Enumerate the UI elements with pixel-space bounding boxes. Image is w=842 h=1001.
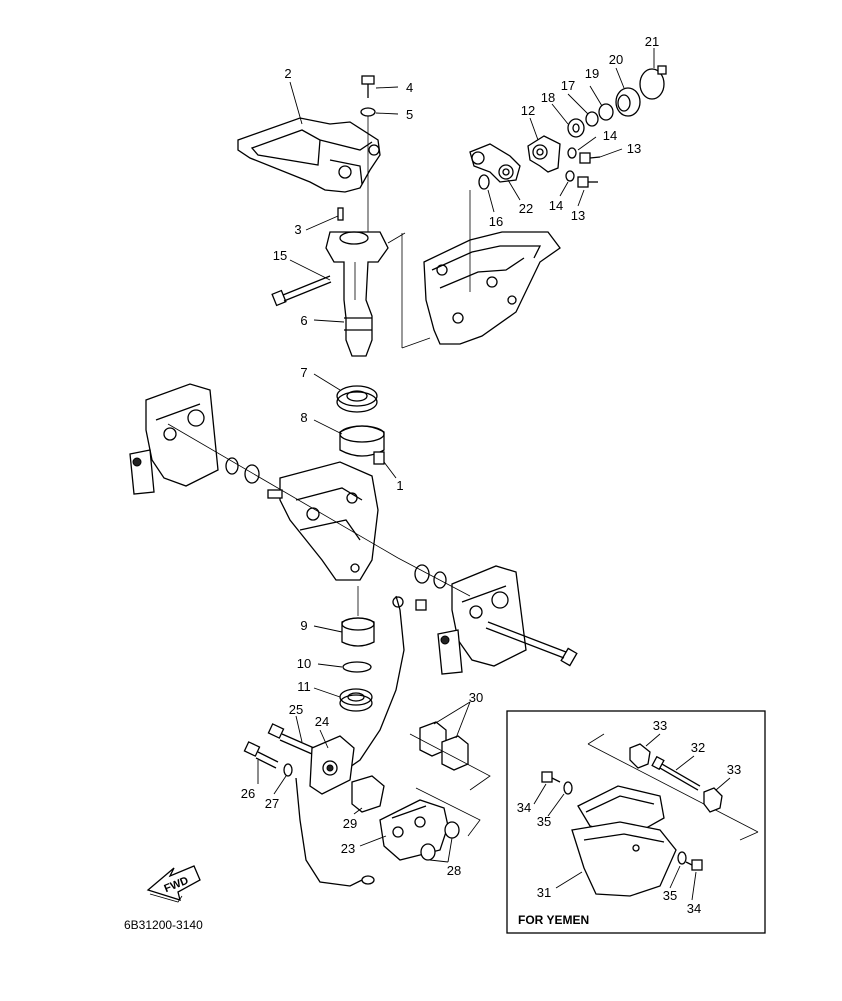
pin-part-3 [337, 207, 344, 221]
callout-3: 3 [294, 222, 301, 237]
callout-4: 4 [406, 80, 413, 95]
callout-25: 25 [289, 702, 303, 717]
bolt-part-25 [267, 723, 315, 755]
washer-part-14a [567, 147, 577, 159]
callout-29: 29 [343, 816, 357, 831]
cover-part-31 [571, 821, 677, 897]
callout-35a: 35 [537, 814, 551, 829]
callout-33b: 33 [727, 762, 741, 777]
fwd-arrow-icon: FWD [146, 865, 201, 903]
steering-handle-part [237, 117, 381, 193]
callout-5: 5 [406, 107, 413, 122]
callout-19: 19 [585, 66, 599, 81]
mount-guide-line-lower [415, 787, 481, 837]
bushing-part-9 [341, 586, 375, 647]
callout-13b: 13 [571, 208, 585, 223]
o-ring-part-10 [342, 661, 372, 673]
bolt-part-34b [685, 859, 703, 871]
callout-2: 2 [284, 66, 291, 81]
cap-part-20 [615, 87, 641, 117]
mount-guide-line-upper [409, 733, 491, 791]
bolt-part-13b [577, 176, 598, 188]
callout-7: 7 [300, 365, 307, 380]
callout-30: 30 [469, 690, 483, 705]
inset-label: FOR YEMEN [518, 913, 589, 927]
mount-bracket-inset [577, 785, 665, 837]
bushing-part-8 [339, 425, 385, 457]
bushing-part-18 [567, 118, 585, 138]
callout-labels: 2 4 5 3 15 6 7 8 1 9 10 11 12 18 17 19 2… [241, 34, 659, 878]
upper-casing-part [401, 190, 561, 349]
washer-part-17 [585, 111, 599, 127]
callout-34a: 34 [517, 800, 531, 815]
callout-21: 21 [645, 34, 659, 49]
bolt-part-15 [271, 275, 332, 307]
callout-13a: 13 [627, 141, 641, 156]
callout-33a: 33 [653, 718, 667, 733]
mount-bracket-part-23 [379, 799, 449, 861]
washer-part-35a [563, 781, 573, 795]
callout-28: 28 [447, 863, 461, 878]
collar-part-1 [373, 451, 385, 465]
collar-part-33a [629, 743, 651, 769]
nut-part-28b [420, 843, 436, 861]
callout-11: 11 [297, 679, 311, 694]
callout-20: 20 [609, 52, 623, 67]
bushing-part-11 [339, 688, 373, 712]
swivel-bracket-part [267, 461, 379, 581]
mount-bracket-part-24 [309, 735, 355, 795]
through-tube-line-left [167, 423, 399, 559]
bolt-part-32 [651, 755, 701, 791]
callout-10: 10 [297, 656, 311, 671]
rubber-mount-part-30 [419, 721, 469, 771]
callout-17: 17 [561, 78, 575, 93]
callout-23: 23 [341, 841, 355, 856]
callout-34b: 34 [687, 901, 701, 916]
callout-14b: 14 [549, 198, 563, 213]
callout-31: 31 [537, 885, 551, 900]
callout-12: 12 [521, 103, 535, 118]
callout-35b: 35 [663, 888, 677, 903]
bolt-part-26 [243, 741, 279, 769]
washer-part-16 [478, 174, 490, 190]
callout-14a: 14 [603, 128, 617, 143]
callout-1: 1 [396, 478, 403, 493]
callout-18: 18 [541, 90, 555, 105]
pivot-bracket-part-22 [469, 143, 521, 183]
washer-part-35b [677, 851, 687, 865]
callout-8: 8 [300, 410, 307, 425]
callout-15: 15 [273, 248, 287, 263]
washer-part-27 [283, 763, 293, 777]
clamp-bracket-right [414, 564, 578, 675]
callout-9: 9 [300, 618, 307, 633]
rubber-mount-part-29 [351, 775, 385, 813]
bolt-part-13a [579, 152, 601, 164]
nut-part-19 [598, 103, 614, 121]
callout-leaders [257, 48, 655, 863]
washer-part-5 [360, 107, 376, 117]
bracket-part-12 [527, 135, 561, 173]
callout-27: 27 [265, 796, 279, 811]
bolt-part-34a [541, 771, 561, 783]
inset-box: 33 32 33 34 35 31 35 34 FOR YEMEN [506, 710, 766, 934]
nut-part-28a [444, 821, 460, 839]
callout-16: 16 [489, 214, 503, 229]
drawing-code: 6B31200-3140 [124, 918, 203, 932]
callout-26: 26 [241, 786, 255, 801]
clamp-bracket-left [129, 383, 260, 495]
through-tube-line-right [397, 557, 471, 597]
callout-32: 32 [691, 740, 705, 755]
bushing-part-7 [336, 385, 378, 413]
ground-lead-wire [295, 595, 427, 887]
steering-shaft-part [325, 231, 406, 357]
washer-part-14b [565, 170, 575, 182]
bolt-part-4 [361, 75, 375, 98]
callout-24: 24 [315, 714, 329, 729]
collar-part-33b [703, 787, 723, 813]
clamp-part-21 [639, 65, 667, 100]
callout-6: 6 [300, 313, 307, 328]
callout-22: 22 [519, 201, 533, 216]
